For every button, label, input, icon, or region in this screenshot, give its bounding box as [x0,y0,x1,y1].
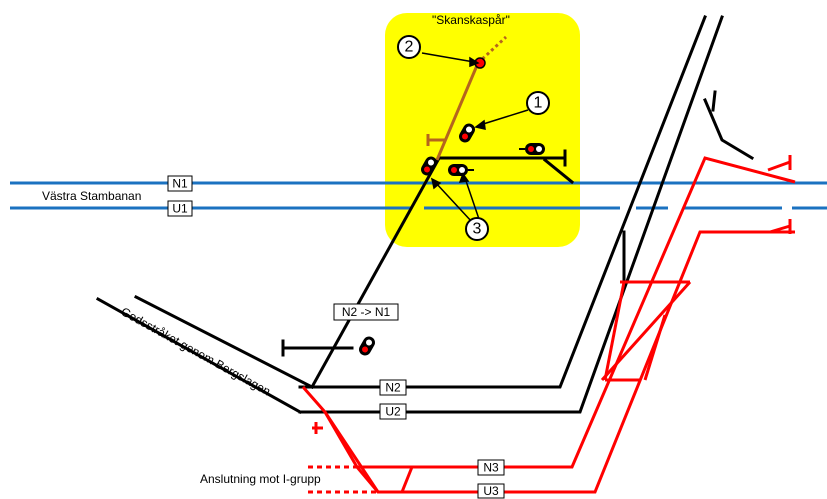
connection-dashes [308,465,378,494]
svg-text:N3: N3 [483,461,499,475]
main-line-label: Västra Stambanan [42,189,141,203]
skanska-track [426,35,508,161]
callout-2: 2 [397,35,421,59]
callout-1: 1 [526,91,550,115]
svg-text:U2: U2 [385,405,401,419]
svg-text:U1: U1 [172,202,188,216]
connection-label: Anslutning mot I-grupp [200,472,321,486]
new-tracks [301,155,796,494]
track-label-u2: U2 [379,403,407,420]
freight-line-label: Godsstråket genom Bergslagen [119,304,273,398]
svg-text:U3: U3 [483,484,499,498]
svg-text:N2: N2 [385,381,401,395]
track-label-n1: N1 [167,175,193,192]
callout-3: 3 [465,217,489,241]
signal-3a-icon [421,156,437,176]
signal-siding-icon [519,143,545,155]
area-title: "Skanskaspår" [432,13,510,27]
svg-text:N1: N1 [172,177,188,191]
signal-1-icon [459,123,475,143]
callout-3-text: 3 [473,221,482,238]
callout-arrows [421,52,529,223]
track-label-u1: U1 [167,200,193,217]
svg-text:N2 -> N1: N2 -> N1 [342,305,391,319]
track-label-n3: N3 [477,459,505,476]
track-label-n2: N2 [379,379,407,396]
track-label-n2-to-n1: N2 -> N1 [333,303,399,321]
track-label-u3: U3 [477,483,505,499]
signal-spur-icon [359,336,375,356]
callout-1-text: 1 [534,95,543,112]
callout-2-text: 2 [405,39,414,56]
